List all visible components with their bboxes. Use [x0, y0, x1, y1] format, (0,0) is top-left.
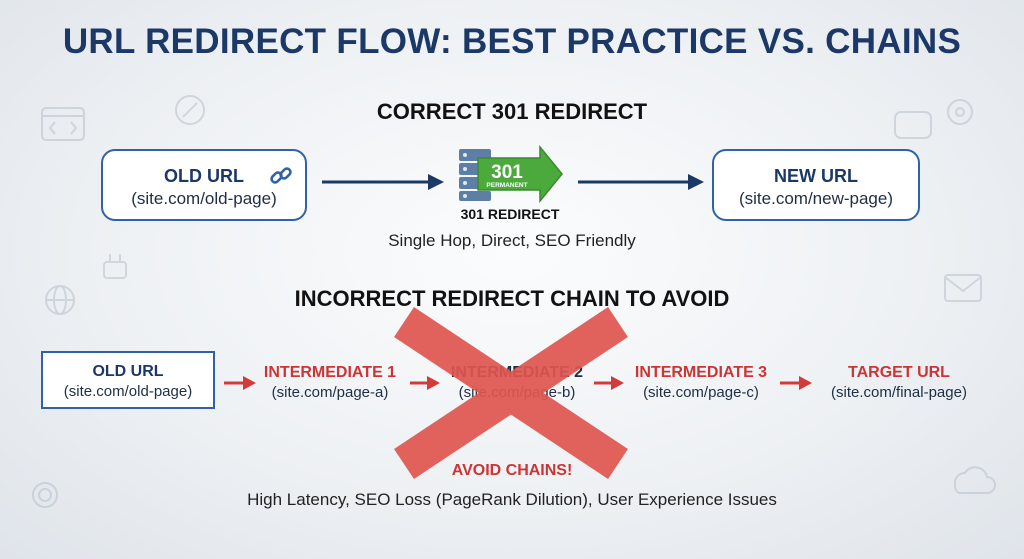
chain-step-intermediate-1: INTERMEDIATE 1 (site.com/page-a) — [245, 363, 415, 403]
chain-step-label: INTERMEDIATE 3 — [634, 364, 768, 381]
correct-new-url-path: (site.com/new-page) — [738, 189, 893, 208]
incorrect-caption: High Latency, SEO Loss (PageRank Dilutio… — [247, 490, 777, 509]
correct-old-url-box: OLD URL (site.com/old-page) — [101, 149, 307, 221]
avoid-chains-warning: AVOID CHAINS! — [451, 462, 573, 479]
chain-step-url: (site.com/page-a) — [271, 384, 389, 401]
badge-sub: PERMANENT — [486, 182, 527, 189]
correct-new-url-label: NEW URL — [774, 166, 858, 186]
incorrect-section-heading: INCORRECT REDIRECT CHAIN TO AVOID — [294, 286, 730, 311]
chain-arrow-3 — [594, 376, 624, 390]
correct-section-heading: CORRECT 301 REDIRECT — [376, 99, 648, 124]
permanent-badge: 301 PERMANENT — [477, 144, 563, 204]
chain-arrow-1 — [224, 376, 256, 390]
chain-step-label: INTERMEDIATE 1 — [263, 364, 397, 381]
chain-arrow-2 — [410, 376, 440, 390]
chain-old-url-label: OLD URL — [92, 363, 164, 380]
redirect-label: 301 REDIRECT — [460, 206, 560, 222]
chain-step-url: (site.com/final-page) — [831, 384, 967, 401]
chain-step-label: TARGET URL — [848, 364, 950, 381]
correct-arrow-right — [578, 174, 704, 190]
chain-arrow-4 — [780, 376, 812, 390]
correct-old-url-label: OLD URL — [164, 166, 244, 186]
correct-old-url-path: (site.com/old-page) — [131, 189, 277, 208]
chain-old-url-path: (site.com/old-page) — [63, 383, 193, 400]
page-title: URL REDIRECT FLOW: BEST PRACTICE VS. CHA… — [62, 22, 962, 61]
correct-arrow-left — [322, 174, 444, 190]
badge-code: 301 — [491, 162, 523, 183]
link-icon — [270, 167, 292, 184]
chain-step-url: (site.com/page-c) — [643, 384, 759, 401]
chain-old-url-box: OLD URL (site.com/old-page) — [41, 351, 215, 409]
chain-step-target: TARGET URL (site.com/final-page) — [814, 363, 984, 403]
chain-step-intermediate-3: INTERMEDIATE 3 (site.com/page-c) — [616, 363, 786, 403]
correct-new-url-box: NEW URL (site.com/new-page) — [712, 149, 920, 221]
correct-caption: Single Hop, Direct, SEO Friendly — [388, 231, 636, 250]
